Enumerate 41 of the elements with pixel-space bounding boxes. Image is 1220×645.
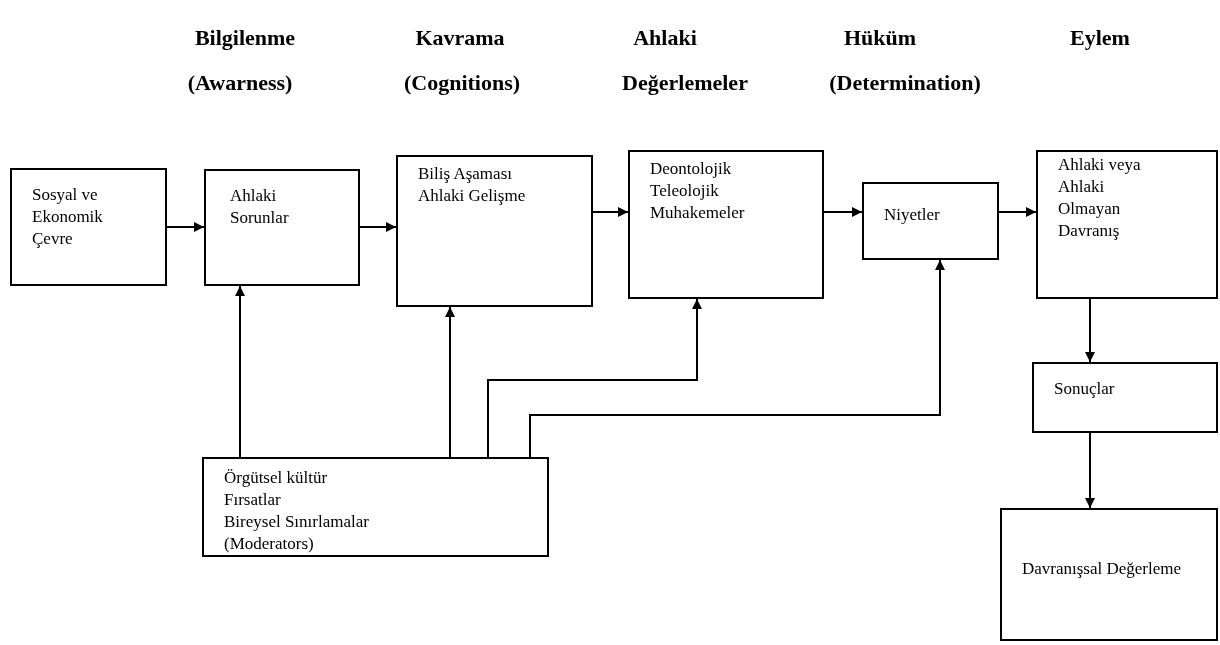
box-text: Ahlaki veya Ahlaki Olmayan Davranış (1058, 154, 1142, 243)
process-box (862, 182, 999, 260)
box-text: Deontolojik Teleolojik Muhakemeler (650, 158, 746, 225)
process-box (1000, 508, 1218, 641)
process-box (628, 150, 824, 299)
arrow (592, 207, 629, 217)
arrow (166, 222, 205, 232)
arrow (445, 306, 455, 458)
process-box (1036, 150, 1218, 299)
column-heading: Hüküm (843, 25, 917, 51)
arrow (998, 207, 1037, 217)
box-text: (Moderators) (224, 533, 315, 556)
process-box (204, 169, 360, 286)
column-heading: (Cognitions) (403, 70, 521, 96)
column-heading: (Awarness) (187, 70, 293, 96)
column-heading: Eylem (1070, 25, 1130, 51)
arrow (1085, 432, 1095, 509)
box-text: Biliş Aşaması Ahlaki Gelişme (418, 163, 527, 208)
box-text: Davranışsal Değerleme (1022, 558, 1183, 580)
arrow (1085, 298, 1095, 363)
arrow (487, 298, 702, 458)
arrow (359, 222, 397, 232)
arrow (529, 259, 945, 458)
column-heading: Ahlaki (633, 25, 697, 51)
arrow (823, 207, 863, 217)
process-box (1032, 362, 1218, 433)
arrow (235, 285, 245, 458)
column-heading: (Determination) (829, 70, 981, 96)
box-text: Örgütsel kültür (224, 467, 329, 489)
box-text: Ahlaki Sorunlar (230, 185, 290, 230)
box-text: Niyetler (884, 204, 941, 226)
column-heading: Bilgilenme (194, 25, 296, 51)
box-text: Bireysel Sınırlamalar (224, 511, 370, 534)
process-box (202, 457, 549, 557)
column-heading: Değerlemeler (622, 70, 748, 96)
box-text: Fırsatlar (224, 489, 282, 512)
box-text: Sonuçlar (1054, 378, 1116, 400)
box-text: Sosyal ve Ekonomik Çevre (32, 184, 104, 251)
column-heading: Kavrama (415, 25, 505, 51)
process-box (396, 155, 593, 307)
process-box (10, 168, 167, 286)
